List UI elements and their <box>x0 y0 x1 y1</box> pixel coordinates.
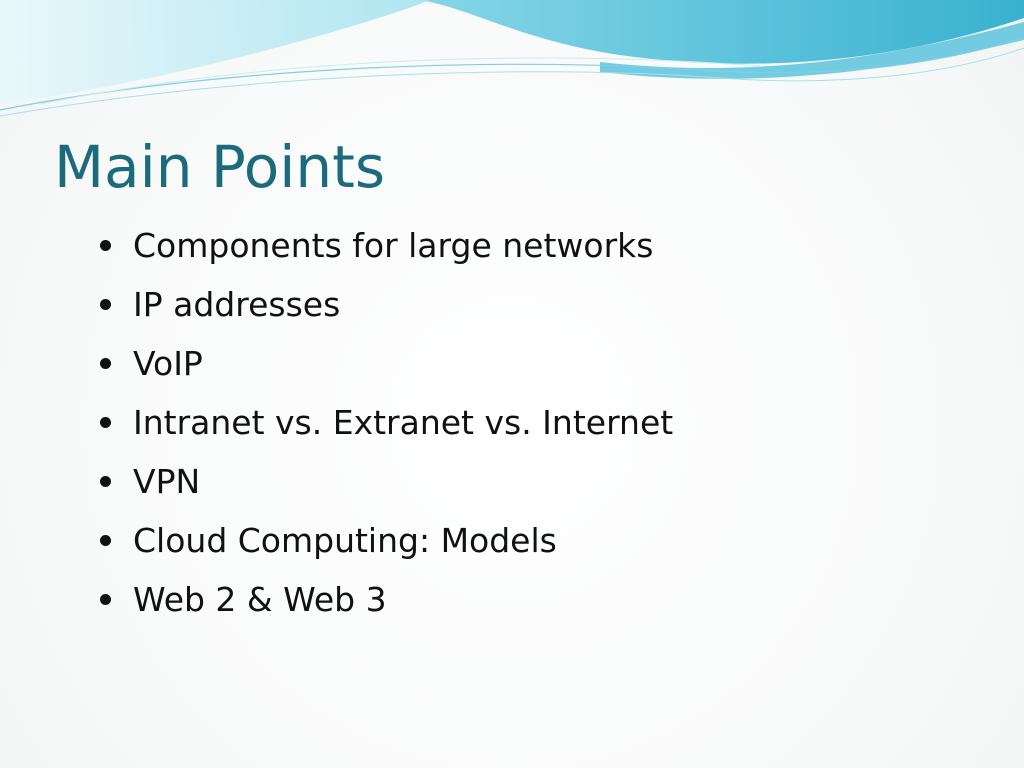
bullet-icon <box>100 476 111 487</box>
slide-title: Main Points <box>54 133 386 201</box>
bullet-text: Cloud Computing: Models <box>133 521 557 560</box>
bullet-text: VoIP <box>133 344 203 383</box>
bullet-icon <box>100 417 111 428</box>
bullet-icon <box>100 535 111 546</box>
bullet-text: IP addresses <box>133 285 341 324</box>
bullet-icon <box>100 240 111 251</box>
list-item: Web 2 & Web 3 <box>100 570 673 629</box>
list-item: VPN <box>100 452 673 511</box>
header-wave-decoration <box>0 0 1024 117</box>
list-item: Intranet vs. Extranet vs. Internet <box>100 393 673 452</box>
list-item: VoIP <box>100 334 673 393</box>
bullet-icon <box>100 358 111 369</box>
list-item: IP addresses <box>100 275 673 334</box>
bullet-text: Web 2 & Web 3 <box>133 580 387 619</box>
list-item: Cloud Computing: Models <box>100 511 673 570</box>
bullet-text: VPN <box>133 462 201 501</box>
bullet-icon <box>100 594 111 605</box>
bullet-icon <box>100 299 111 310</box>
bullet-list: Components for large networks IP address… <box>100 216 673 629</box>
bullet-text: Components for large networks <box>133 226 654 265</box>
list-item: Components for large networks <box>100 216 673 275</box>
bullet-text: Intranet vs. Extranet vs. Internet <box>133 403 674 442</box>
